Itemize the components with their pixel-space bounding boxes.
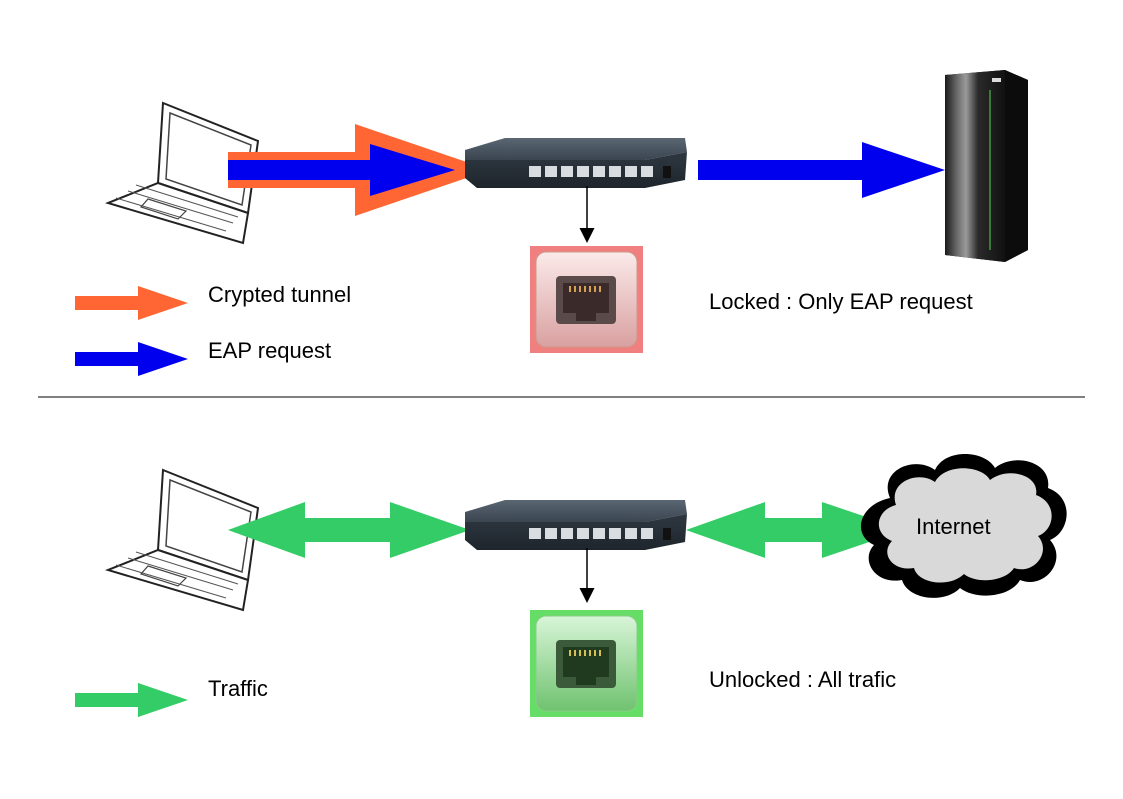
eap-request-arrow-in bbox=[228, 144, 455, 196]
legend-eap-request-label: EAP request bbox=[208, 338, 332, 363]
laptop-icon bbox=[104, 468, 260, 612]
traffic-arrow-right bbox=[686, 502, 905, 558]
ethernet-port-icon bbox=[530, 610, 643, 717]
legend-crypted-tunnel-label: Crypted tunnel bbox=[208, 282, 352, 307]
traffic-arrow-left bbox=[228, 502, 470, 558]
cloud-icon bbox=[860, 454, 1067, 598]
cloud-label: Internet bbox=[916, 514, 991, 539]
network-switch-icon bbox=[465, 138, 687, 188]
unlocked-status-text: Unlocked : All trafic bbox=[709, 667, 897, 692]
server-icon bbox=[945, 70, 1028, 262]
legend-traffic-swatch bbox=[75, 683, 188, 717]
legend-traffic-label: Traffic bbox=[208, 676, 268, 701]
legend-eap-request-swatch bbox=[75, 342, 188, 376]
network-switch-icon bbox=[465, 500, 687, 550]
ethernet-port-icon bbox=[530, 246, 643, 353]
eap-request-arrow-out bbox=[698, 142, 945, 198]
legend-crypted-tunnel-swatch bbox=[75, 286, 188, 320]
locked-status-text: Locked : Only EAP request bbox=[709, 289, 973, 314]
